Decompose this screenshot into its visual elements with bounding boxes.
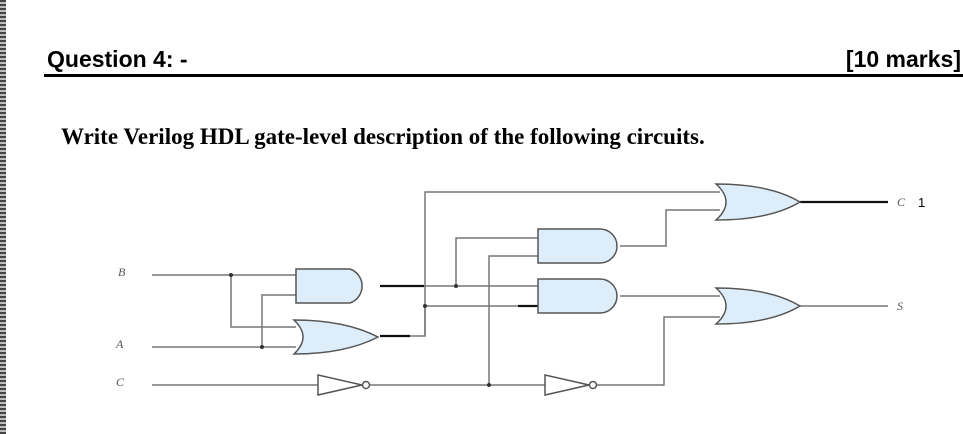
and-gate-3 <box>537 278 618 314</box>
input-label-b: B <box>118 265 126 279</box>
circuit-wires <box>152 191 888 386</box>
or-gate-carry <box>714 183 802 221</box>
inverter-gate-2 <box>544 374 598 396</box>
or-gate-sum <box>714 287 802 325</box>
and-gate-2 <box>537 228 618 264</box>
question-header: Question 4: - [10 marks] <box>44 44 963 77</box>
highlighted-wires <box>380 200 888 338</box>
or-gate-ab <box>292 319 380 355</box>
output-label-carry: C <box>897 195 906 209</box>
and-gate-ab <box>295 268 363 304</box>
question-title: Question 4: - <box>47 46 188 72</box>
inverter-gate-1 <box>317 374 371 396</box>
wire-junctions <box>229 273 491 387</box>
output-label-sum: S <box>897 299 903 313</box>
input-label-c: C <box>116 375 125 389</box>
output-label-carry-subscript: 1 <box>918 195 925 210</box>
question-instruction: Write Verilog HDL gate-level description… <box>61 124 705 149</box>
question-marks: [10 marks] <box>845 46 961 72</box>
left-margin-border <box>0 0 6 434</box>
input-label-a: A <box>115 337 124 351</box>
